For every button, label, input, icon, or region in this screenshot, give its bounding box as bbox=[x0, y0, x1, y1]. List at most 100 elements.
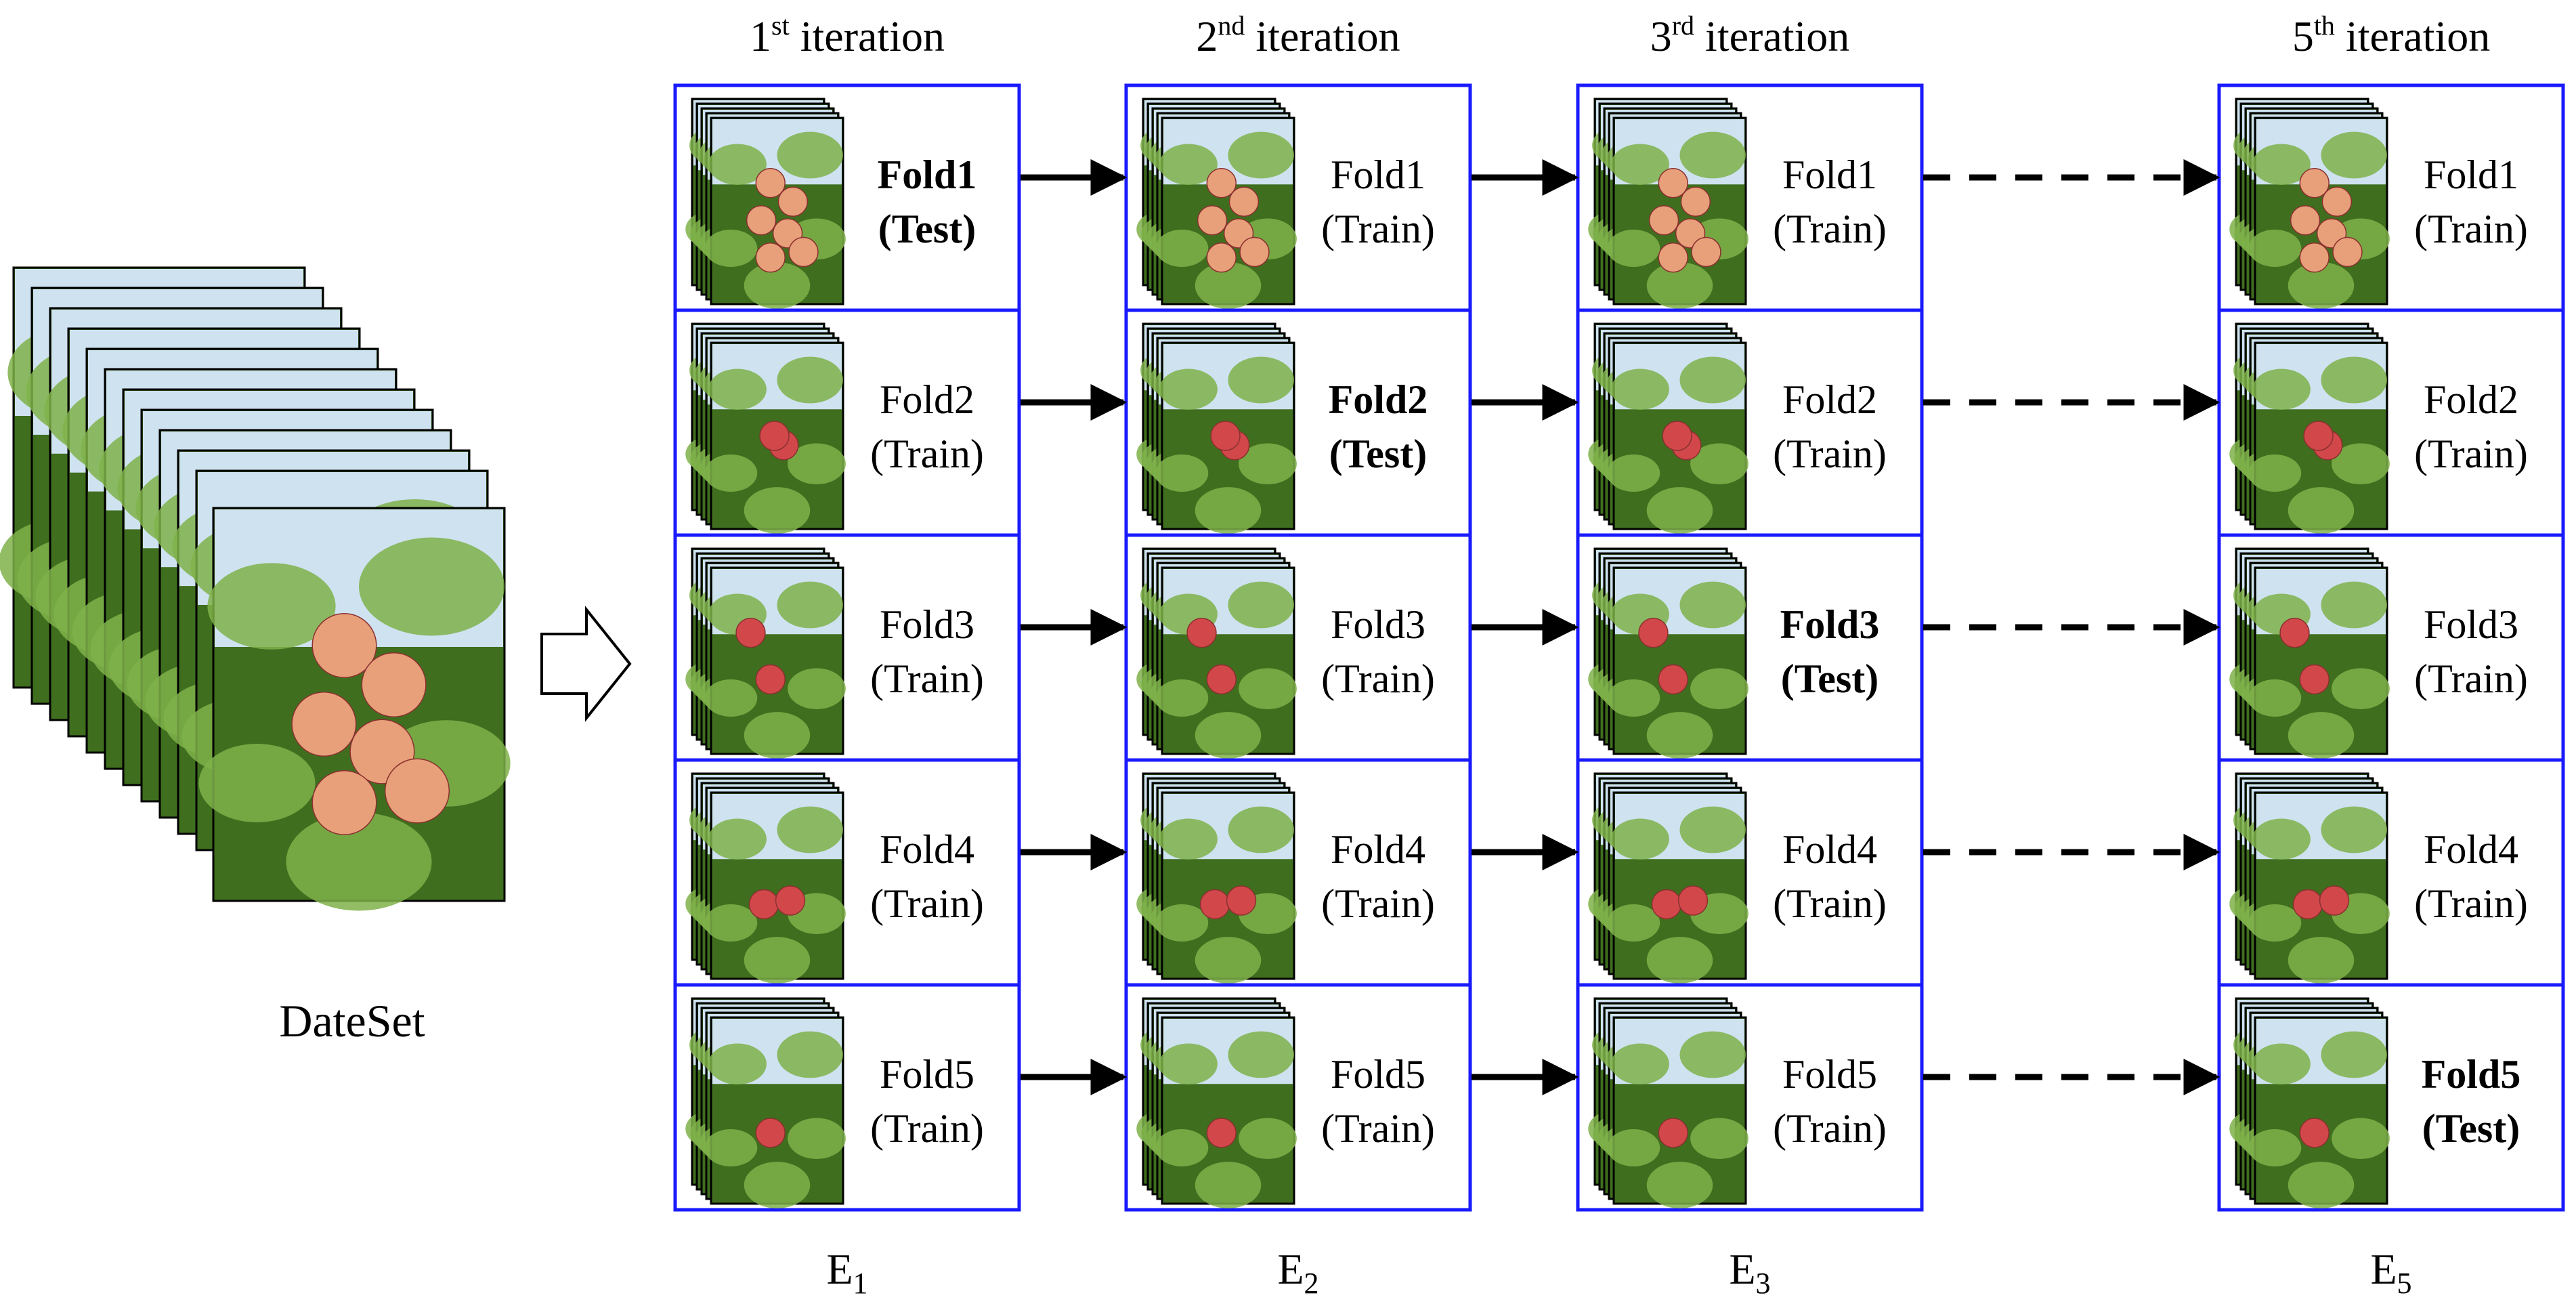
fold-cell: Fold1(Test) bbox=[673, 83, 1021, 312]
fold-role-train: (Train) bbox=[2414, 656, 2528, 701]
dataset-image-stack bbox=[0, 266, 511, 911]
iteration-suffix: nd bbox=[1218, 10, 1245, 41]
iteration-word: iteration bbox=[1694, 12, 1849, 60]
iteration-word: iteration bbox=[1245, 12, 1400, 60]
fold-name: Fold1 bbox=[1331, 152, 1425, 197]
fold-name: Fold1 bbox=[878, 152, 977, 197]
experiment-index: 2 bbox=[1304, 1267, 1319, 1300]
experiment-letter: E bbox=[1277, 1245, 1304, 1293]
fold-cell: Fold3 (Train) bbox=[1124, 533, 1472, 762]
fold-name: Fold5 bbox=[1331, 1052, 1425, 1097]
fold-name: Fold3 bbox=[880, 602, 974, 647]
experiment-letter: E bbox=[2370, 1245, 2397, 1293]
iteration-ordinal: 3 bbox=[1650, 12, 1672, 60]
fold-role-train: (Train) bbox=[870, 881, 984, 926]
fold-thumbnail bbox=[1155, 791, 1297, 984]
fold-thumbnail bbox=[1607, 117, 1748, 309]
fold-cell: Fold2 (Train) bbox=[2217, 308, 2565, 537]
iteration-suffix: rd bbox=[1672, 10, 1694, 41]
fold-role-train: (Train) bbox=[2414, 431, 2528, 476]
fold-thumbnail bbox=[1155, 341, 1297, 534]
experiment-letter: E bbox=[826, 1245, 853, 1293]
fold-cell: Fold5(Test) bbox=[2217, 983, 2565, 1212]
experiment-index: 1 bbox=[853, 1267, 868, 1300]
experiment-index: 3 bbox=[1756, 1267, 1771, 1300]
fold-name: Fold4 bbox=[880, 827, 974, 872]
fold-thumbnail bbox=[2248, 1016, 2390, 1208]
fold-role-test: (Test) bbox=[2422, 1106, 2520, 1151]
experiment-label: E2 bbox=[1277, 1245, 1318, 1300]
fold-name: Fold2 bbox=[1782, 377, 1877, 422]
iteration-title: 3rd iteration bbox=[1650, 10, 1850, 60]
iteration-ordinal: 1 bbox=[750, 12, 771, 60]
fold-role-train: (Train) bbox=[2414, 207, 2528, 251]
iteration-column: 3rd iterationFold1(Train)Fold2(Train)Fol… bbox=[1576, 10, 1924, 1300]
fold-role-train: (Train) bbox=[1773, 431, 1887, 476]
fold-role-train: (Train) bbox=[870, 431, 984, 476]
dataset-to-folds-arrow bbox=[540, 606, 632, 722]
fold-name: Fold4 bbox=[1331, 827, 1425, 872]
iteration-suffix: st bbox=[771, 10, 790, 41]
fold-cell: Fold2(Train) bbox=[673, 308, 1021, 537]
fold-role-test: (Test) bbox=[1329, 431, 1427, 476]
fold-cell: Fold4(Train) bbox=[1124, 758, 1472, 987]
fold-thumbnail bbox=[2248, 566, 2390, 759]
iteration-word: iteration bbox=[2335, 12, 2490, 60]
fold-cell: Fold5(Train) bbox=[673, 983, 1021, 1212]
fold-cell: Fold1 (Train) bbox=[1124, 83, 1472, 312]
fold-thumbnail bbox=[2248, 341, 2390, 534]
iteration-word: iteration bbox=[790, 12, 945, 60]
fold-role-train: (Train) bbox=[1321, 656, 1435, 701]
fold-thumbnail bbox=[1155, 566, 1297, 759]
fold-role-test: (Test) bbox=[1781, 656, 1879, 701]
iteration-ordinal: 2 bbox=[1196, 12, 1218, 60]
fold-role-train: (Train) bbox=[1773, 1106, 1887, 1151]
fold-role-train: (Train) bbox=[870, 1106, 984, 1151]
fold-thumbnail bbox=[1155, 117, 1297, 309]
fold-cell: Fold4 (Train) bbox=[2217, 758, 2565, 987]
experiment-label: E5 bbox=[2370, 1245, 2411, 1300]
fold-name: Fold3 bbox=[1780, 602, 1880, 647]
fold-cell: Fold3 (Train) bbox=[673, 533, 1021, 762]
fold-thumbnail bbox=[704, 341, 846, 534]
fold-role-train: (Train) bbox=[1321, 207, 1435, 251]
experiment-letter: E bbox=[1729, 1245, 1755, 1293]
fold-cell: Fold1(Train) bbox=[1576, 83, 1924, 312]
dataset-front-image bbox=[198, 507, 511, 911]
fold-thumbnail bbox=[704, 566, 846, 759]
iteration-title: 1st iteration bbox=[750, 10, 945, 60]
fold-thumbnail bbox=[1607, 1016, 1748, 1208]
fold-thumbnail bbox=[704, 791, 846, 984]
iteration-column: 5th iterationFold1(Train)Fold2(Train)Fol… bbox=[2217, 10, 2565, 1300]
iteration-title: 2nd iteration bbox=[1196, 10, 1400, 60]
fold-cell: Fold3 (Train) bbox=[2217, 533, 2565, 762]
fold-cell: Fold5 (Train) bbox=[1124, 983, 1472, 1212]
fold-name: Fold3 bbox=[2424, 602, 2518, 647]
fold-cell: Fold4 (Train) bbox=[673, 758, 1021, 987]
fold-thumbnail bbox=[1607, 791, 1748, 984]
experiment-index: 5 bbox=[2397, 1267, 2412, 1300]
experiment-label: E1 bbox=[826, 1245, 867, 1300]
fold-thumbnail bbox=[2248, 791, 2390, 984]
fold-thumbnail bbox=[1607, 566, 1748, 759]
fold-cell: Fold4(Train) bbox=[1576, 758, 1924, 987]
experiment-label: E3 bbox=[1729, 1245, 1770, 1300]
fold-role-train: (Train) bbox=[870, 656, 984, 701]
fold-thumbnail bbox=[704, 117, 846, 309]
fold-name: Fold5 bbox=[1782, 1052, 1877, 1097]
fold-name: Fold1 bbox=[2424, 152, 2518, 197]
fold-role-train: (Train) bbox=[2414, 881, 2528, 926]
fold-role-train: (Train) bbox=[1321, 1106, 1435, 1151]
fold-cell: Fold2 (Train) bbox=[1576, 308, 1924, 537]
fold-thumbnail bbox=[704, 1016, 846, 1208]
fold-thumbnail bbox=[2248, 117, 2390, 309]
fold-name: Fold4 bbox=[2424, 827, 2518, 872]
fold-cell: Fold3 (Test) bbox=[1576, 533, 1924, 762]
fold-name: Fold2 bbox=[2424, 377, 2518, 422]
fold-name: Fold3 bbox=[1331, 602, 1425, 647]
fold-role-train: (Train) bbox=[1773, 881, 1887, 926]
fold-cell: Fold2(Test) bbox=[1124, 308, 1472, 537]
fold-thumbnail bbox=[1155, 1016, 1297, 1208]
iteration-title: 5th iteration bbox=[2292, 10, 2490, 60]
fold-role-train: (Train) bbox=[1773, 207, 1887, 251]
